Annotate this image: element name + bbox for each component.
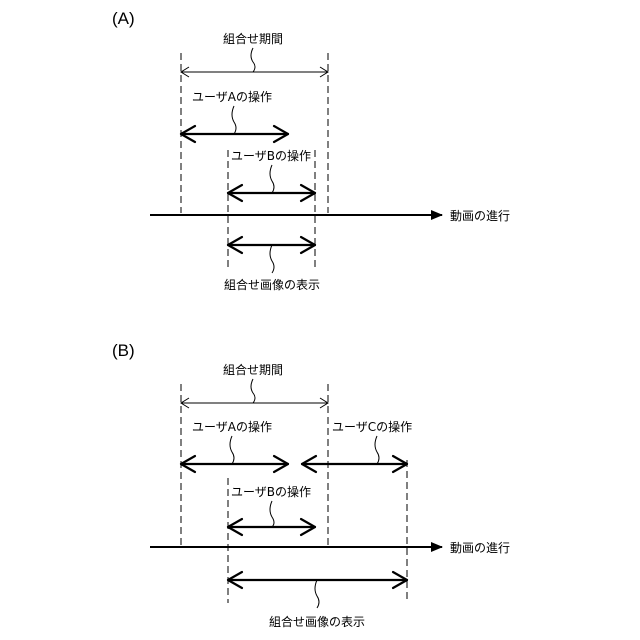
video-progress-label: 動画の進行 — [450, 541, 510, 555]
display-leader — [270, 245, 274, 273]
user-a-operation-label: ユーザAの操作 — [192, 419, 272, 434]
diagram-a: (A) 組合せ期間 ユーザAの操作 ユーザBの操作 動画の進行 組合せ画像の表 — [112, 9, 510, 292]
diagram-b: (B) 組合せ期間 ユーザAの操作 ユーザCの操作 ユーザBの操作 動画の進行 — [112, 341, 510, 629]
period-leader — [251, 379, 255, 403]
period-leader — [251, 48, 255, 72]
panel-label-b: (B) — [112, 341, 135, 360]
user-b-operation-label: ユーザBの操作 — [231, 148, 311, 163]
display-leader — [315, 580, 319, 608]
user-c-operation-label: ユーザCの操作 — [332, 419, 412, 434]
combination-period-label: 組合せ期間 — [223, 362, 283, 377]
panel-label-a: (A) — [112, 9, 135, 28]
combined-display-label: 組合せ画像の表示 — [224, 277, 320, 292]
user-c-leader — [375, 436, 379, 464]
user-a-leader — [230, 436, 234, 464]
user-b-leader — [270, 501, 274, 527]
user-b-operation-label: ユーザBの操作 — [231, 484, 311, 499]
combined-display-label: 組合せ画像の表示 — [269, 614, 365, 629]
user-a-operation-label: ユーザAの操作 — [192, 89, 272, 104]
user-a-leader — [232, 106, 236, 134]
video-progress-label: 動画の進行 — [450, 209, 510, 223]
combination-period-label: 組合せ期間 — [223, 31, 283, 46]
user-b-leader — [270, 165, 274, 193]
